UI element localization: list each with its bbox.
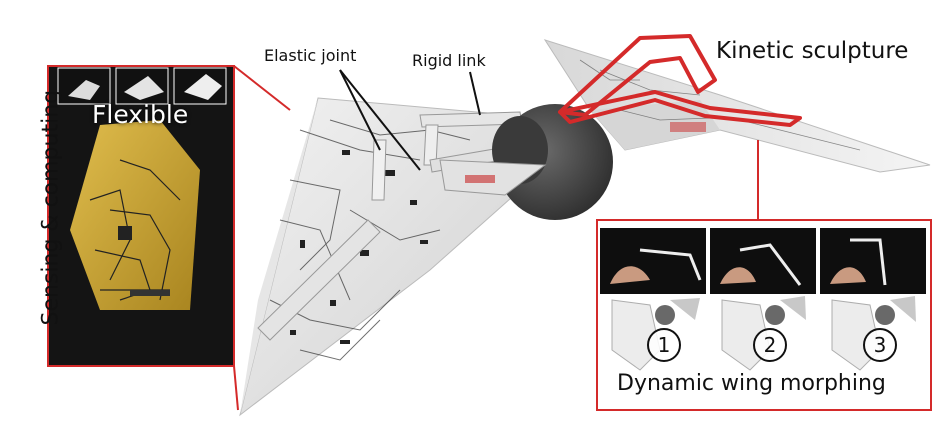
- label-flexible: Flexible: [92, 100, 189, 129]
- label-rigid-link: Rigid link: [412, 51, 486, 70]
- label-kinetic-sculpture: Kinetic sculpture: [716, 38, 909, 64]
- label-elastic-joint: Elastic joint: [264, 46, 357, 65]
- flexible-pcb-photo: [48, 66, 234, 366]
- step-number-3: 3: [863, 328, 897, 362]
- label-sensing-computing: Sensing & computing: [38, 89, 64, 326]
- wing-morphing-panel: [596, 140, 932, 411]
- step-number-1: 1: [647, 328, 681, 362]
- right-wing: [543, 34, 931, 173]
- step-number-2: 2: [753, 328, 787, 362]
- label-dynamic-wing-morphing: Dynamic wing morphing: [617, 371, 886, 396]
